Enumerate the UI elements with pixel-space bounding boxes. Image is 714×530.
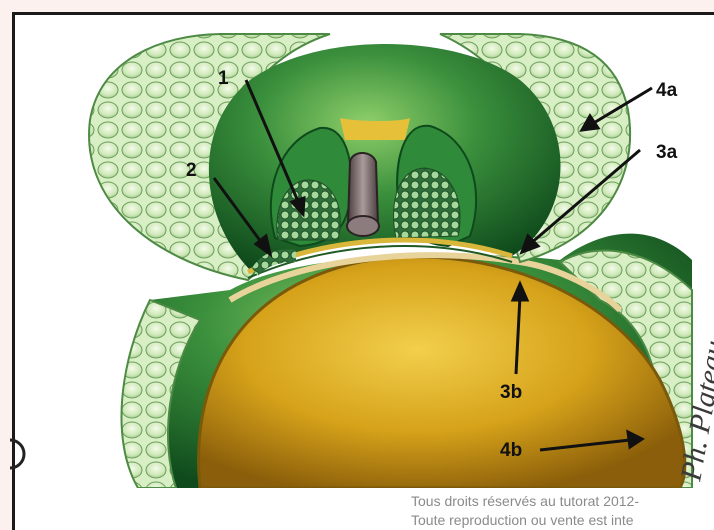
label-1: 1 — [218, 68, 229, 89]
copyright-line-2: Toute reproduction ou vente est inte — [411, 512, 634, 528]
embryo-diagram: 1 2 4a 3a 3b 4b Ph. Plateau — [22, 26, 714, 488]
notochord-rod — [348, 153, 378, 224]
label-3a: 3a — [656, 142, 678, 163]
label-3b: 3b — [500, 382, 522, 403]
amniotic-cavity — [340, 118, 410, 140]
label-2: 2 — [186, 160, 197, 181]
label-4b: 4b — [500, 440, 522, 461]
label-4a: 4a — [656, 80, 678, 101]
notochord-base — [347, 216, 379, 236]
copyright-line-1: Tous droits réservés au tutorat 2012- — [411, 493, 639, 509]
